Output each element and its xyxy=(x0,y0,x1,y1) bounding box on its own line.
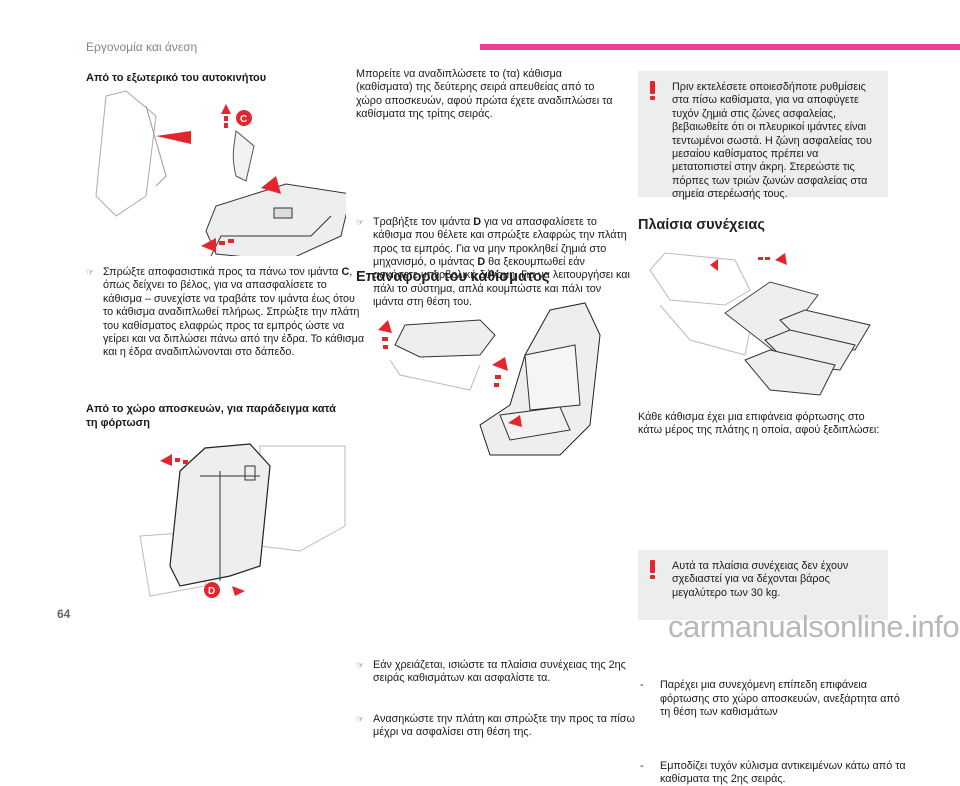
warning-box-seatbelts: Πριν εκτελέσετε οποιεσδήποτε ρυθμίσεις σ… xyxy=(638,71,888,200)
strap-ref: C xyxy=(341,266,350,278)
section-title: Εργονομία και άνεση xyxy=(86,40,198,54)
warning-icon xyxy=(650,81,656,100)
illustration-seat-restore xyxy=(378,302,601,456)
intro-paragraph: Μπορείτε να αναδιπλώσετε το (τα) κάθισμα… xyxy=(356,68,613,121)
warning-box-weight-limit: Αυτά τα πλαίσια συνέχειας δεν έχουν σχεδ… xyxy=(638,550,888,620)
hand-pointer-icon: ☞ xyxy=(86,267,95,277)
warning-icon xyxy=(650,560,656,579)
strap-label-c: C xyxy=(240,114,247,125)
instruction-bullet-frames: ☞ Εάν χρειάζεται, ισιώστε τα πλαίσια συν… xyxy=(356,658,626,685)
frames-benefit-item: - Παρέχει μια συνεχόμενη επίπεδη επιφάνε… xyxy=(640,679,900,719)
instruction-bullet-outside: ☞ Σπρώξτε αποφασιστικά προς τα πάνω τον … xyxy=(86,266,365,359)
instruction-bullet-raise: ☞ Ανασηκώστε την πλάτη και σπρώξτε την π… xyxy=(356,712,635,738)
hand-pointer-icon: ☞ xyxy=(356,216,365,227)
page-number: 64 xyxy=(57,607,71,621)
heading-from-outside: Από το εξωτερικό του αυτοκινήτου xyxy=(86,72,267,84)
illustration-seat-fold-boot: D xyxy=(139,443,346,598)
heading-restore-seat: Επαναφορά του καθίσματος xyxy=(356,269,550,285)
frames-benefit-item: - Εμποδίζει τυχόν κύλισμα αντικειμένων κ… xyxy=(640,759,906,785)
hand-pointer-icon: ☞ xyxy=(356,713,365,724)
illustration-continuity-frames xyxy=(649,252,871,396)
strap-label-d: D xyxy=(208,586,215,597)
heading-continuity-frames: Πλαίσια συνέχειας xyxy=(638,217,765,233)
accent-bar xyxy=(480,44,960,50)
heading-from-boot: Από το χώρο αποσκευών, για παράδειγμα κα… xyxy=(86,403,336,429)
illustration-seat-fold-outside: C xyxy=(95,90,346,256)
watermark: carmanualsonline.info xyxy=(668,609,960,644)
instruction-bullet-boot: ☞ Τραβήξτε τον ιμάντα D για να απασφαλίσ… xyxy=(356,215,630,309)
hand-pointer-icon: ☞ xyxy=(356,659,365,670)
frames-description: Κάθε κάθισμα έχει μια επιφάνεια φόρτωσης… xyxy=(638,411,880,437)
